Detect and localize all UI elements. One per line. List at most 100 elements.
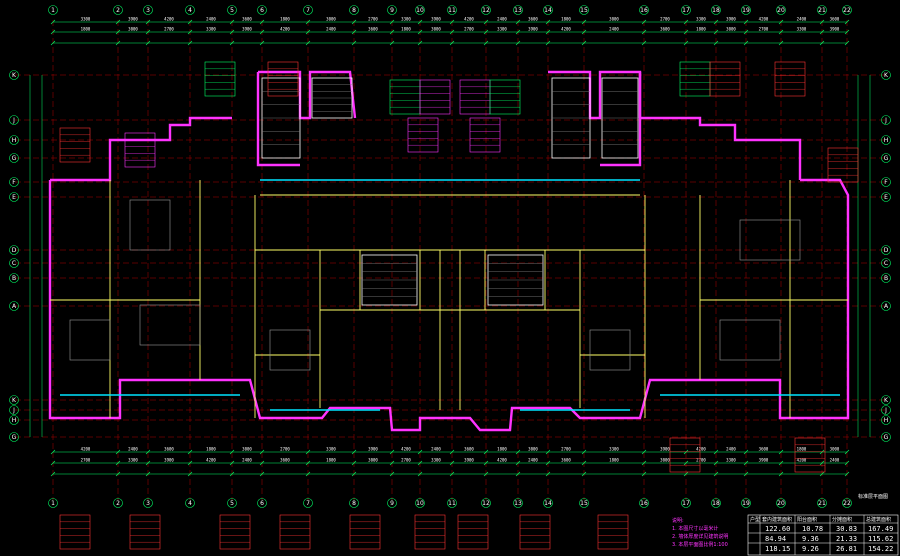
dimension-tick xyxy=(145,460,151,466)
dimension-tick xyxy=(229,40,235,46)
dimension-tick xyxy=(351,449,357,455)
dimension-value: 3900 xyxy=(759,458,769,463)
axis-grid-lines: 1122334455667788991010111112121313141415… xyxy=(9,5,891,508)
axis-label: 14 xyxy=(544,7,552,14)
annotation-frame xyxy=(519,514,551,550)
axis-label: G xyxy=(884,434,889,441)
furniture-outline xyxy=(269,329,311,371)
axis-label: 22 xyxy=(843,7,851,14)
dimension-tick xyxy=(641,471,647,477)
dimension-value: 2400 xyxy=(528,458,538,463)
dimension-value: 3300 xyxy=(401,17,411,22)
dimension-tick xyxy=(145,449,151,455)
annotation-frame xyxy=(59,127,91,163)
dimension-tick xyxy=(844,471,850,477)
dimension-tick xyxy=(819,449,825,455)
dimension-tick xyxy=(187,449,193,455)
table-cell: 9.26 xyxy=(802,545,819,553)
dimension-tick xyxy=(683,460,689,466)
dimension-tick xyxy=(581,40,587,46)
dimension-value: 1800 xyxy=(326,458,336,463)
dimension-tick xyxy=(389,449,395,455)
axis-label: D xyxy=(12,247,17,254)
furniture-outline xyxy=(129,199,171,251)
table-cell: 84.94 xyxy=(765,535,786,543)
table-cell: 122.60 xyxy=(765,525,790,533)
dimension-tick xyxy=(351,40,357,46)
axis-bubble xyxy=(185,5,195,15)
dimension-value: 1800 xyxy=(81,27,91,32)
dimension-tick xyxy=(305,29,311,35)
dimension-value: 2700 xyxy=(561,447,571,452)
axis-label: H xyxy=(12,137,17,144)
dimension-tick xyxy=(187,19,193,25)
axis-bubble xyxy=(881,405,891,415)
axis-label: 13 xyxy=(514,500,522,507)
table-header-balcony: 阳台面积 xyxy=(797,516,817,523)
dimension-value: 2400 xyxy=(830,458,840,463)
axis-label: 15 xyxy=(580,7,588,14)
dimension-value: 2400 xyxy=(726,447,736,452)
dimension-tick xyxy=(683,19,689,25)
dimension-value: 3900 xyxy=(464,458,474,463)
dimension-tick xyxy=(515,460,521,466)
axis-label: 15 xyxy=(580,500,588,507)
annotation-frame xyxy=(124,132,156,168)
axis-bubble xyxy=(349,498,359,508)
axis-label: 17 xyxy=(682,7,690,14)
axis-label: F xyxy=(884,179,888,186)
dimension-tick xyxy=(115,29,121,35)
axis-label: C xyxy=(884,260,888,267)
annotation-frame xyxy=(419,79,451,115)
dimension-value: 3600 xyxy=(561,458,571,463)
dimension-tick xyxy=(417,29,423,35)
axis-bubble xyxy=(579,498,589,508)
annotation-frame xyxy=(389,79,421,115)
axis-label: 13 xyxy=(514,7,522,14)
axis-label: 4 xyxy=(188,500,192,507)
furniture-outline xyxy=(139,304,201,346)
axis-bubble xyxy=(303,5,313,15)
dimension-value: 4200 xyxy=(164,17,174,22)
dimension-tick xyxy=(683,449,689,455)
axis-label: 4 xyxy=(188,7,192,14)
axis-label: 3 xyxy=(146,7,150,14)
table-cell: 115.62 xyxy=(868,535,893,543)
dimension-tick xyxy=(187,460,193,466)
axis-label: 11 xyxy=(448,7,456,14)
annotation-frame xyxy=(414,514,446,550)
axis-bubble xyxy=(9,245,19,255)
dimension-tick xyxy=(819,40,825,46)
axis-bubble xyxy=(143,498,153,508)
dimension-tick xyxy=(844,449,850,455)
dimension-tick xyxy=(581,449,587,455)
annotation-frame xyxy=(679,61,711,97)
exterior-wall xyxy=(256,72,300,167)
axis-bubble xyxy=(9,258,19,268)
annotation-frame xyxy=(407,117,439,153)
dimension-value: 3300 xyxy=(431,458,441,463)
dimension-tick xyxy=(229,29,235,35)
dimension-value: 3000 xyxy=(242,447,252,452)
axis-label: 18 xyxy=(712,500,720,507)
dimension-tick xyxy=(259,40,265,46)
axis-bubble xyxy=(881,153,891,163)
table-cell: 167.49 xyxy=(868,525,893,533)
labels-layer xyxy=(59,61,859,550)
table-header-total: 总建筑面积 xyxy=(866,516,891,523)
dimension-tick xyxy=(483,471,489,477)
dimension-tick xyxy=(778,29,784,35)
dimension-tick xyxy=(713,449,719,455)
axis-label: 2 xyxy=(116,7,120,14)
table-cell: 154.22 xyxy=(868,545,893,553)
axis-bubble xyxy=(257,498,267,508)
axis-bubble xyxy=(9,301,19,311)
axis-bubble xyxy=(227,498,237,508)
dimension-tick xyxy=(683,40,689,46)
dimension-value: 4200 xyxy=(696,447,706,452)
dimension-value: 2400 xyxy=(242,458,252,463)
dimension-value: 3000 xyxy=(609,17,619,22)
axis-bubble xyxy=(9,395,19,405)
